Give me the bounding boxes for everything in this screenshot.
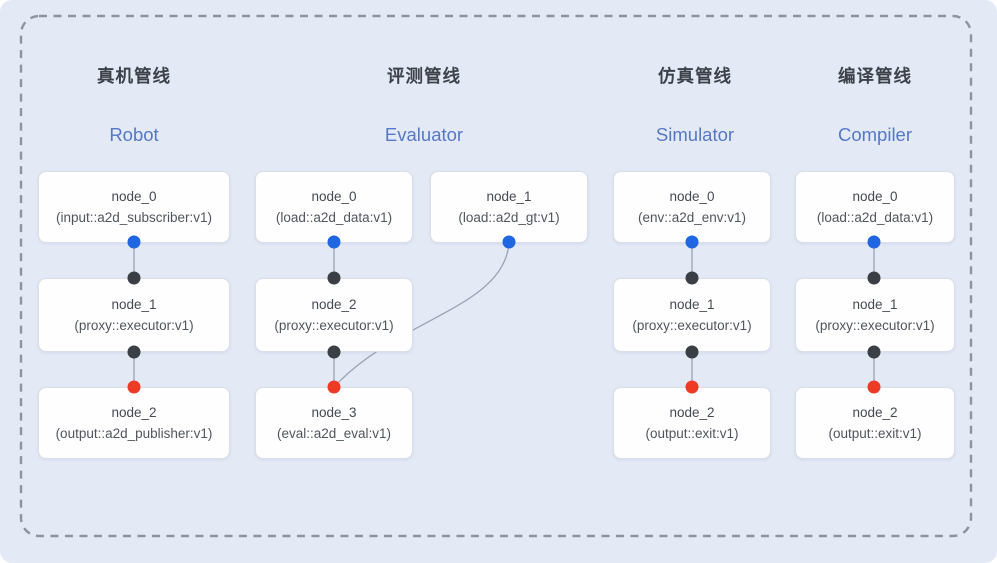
port-dot-input-black <box>127 271 141 285</box>
port-dot-output-blue <box>685 235 699 249</box>
port-dot-output-blue <box>127 235 141 249</box>
port-dot-output-black <box>867 345 881 359</box>
pipeline-title-zh-simulator: 仿真管线 <box>658 66 732 86</box>
node-impl: (proxy::executor:v1) <box>274 318 394 333</box>
node-name: node_1 <box>669 297 715 312</box>
pipeline-title-en-simulator: Simulator <box>655 124 735 145</box>
dashed-panel-border <box>19 14 973 538</box>
port-dot-input-red <box>685 380 699 394</box>
node-box-evaluator-1: node_1 (load::a2d_gt:v1) <box>430 171 588 243</box>
node-box-robot-1: node_1 (proxy::executor:v1) <box>38 278 230 352</box>
pipeline-title-zh-compiler: 编译管线 <box>838 66 912 86</box>
node-box-robot-0: node_0 (input::a2d_subscriber:v1) <box>38 171 230 243</box>
node-impl: (output::exit:v1) <box>828 426 922 441</box>
node-box-simulator-0: node_0 (env::a2d_env:v1) <box>613 171 771 243</box>
port-dot-input-black <box>867 271 881 285</box>
port-dot-output-blue <box>327 235 341 249</box>
node-name: node_1 <box>486 189 532 204</box>
port-dot-input-red <box>327 380 341 394</box>
node-box-compiler-2: node_2 (output::exit:v1) <box>795 387 955 459</box>
node-name: node_0 <box>669 189 715 204</box>
node-impl: (output::exit:v1) <box>645 426 739 441</box>
node-impl: (env::a2d_env:v1) <box>637 210 747 225</box>
node-impl: (load::a2d_data:v1) <box>275 210 393 225</box>
node-impl: (proxy::executor:v1) <box>815 318 935 333</box>
node-impl: (load::a2d_gt:v1) <box>458 210 560 225</box>
pipeline-title-zh-evaluator: 评测管线 <box>387 66 461 86</box>
port-dot-output-blue <box>502 235 516 249</box>
port-dot-input-black <box>327 271 341 285</box>
node-name: node_1 <box>852 297 898 312</box>
node-name: node_2 <box>111 405 157 420</box>
node-impl: (load::a2d_data:v1) <box>816 210 934 225</box>
node-box-simulator-1: node_1 (proxy::executor:v1) <box>613 278 771 352</box>
node-impl: (proxy::executor:v1) <box>74 318 194 333</box>
edge-evaluator-1-3-curve <box>333 242 510 388</box>
port-dot-output-black <box>327 345 341 359</box>
pipeline-title-en-evaluator: Evaluator <box>384 124 464 145</box>
pipeline-title-en-compiler: Compiler <box>837 124 913 145</box>
node-name: node_1 <box>111 297 157 312</box>
port-dot-output-black <box>127 345 141 359</box>
port-dot-input-red <box>127 380 141 394</box>
node-impl: (eval::a2d_eval:v1) <box>276 426 392 441</box>
node-box-evaluator-0: node_0 (load::a2d_data:v1) <box>255 171 413 243</box>
node-box-simulator-2: node_2 (output::exit:v1) <box>613 387 771 459</box>
node-name: node_3 <box>311 405 357 420</box>
node-name: node_0 <box>852 189 898 204</box>
port-dot-input-black <box>685 271 699 285</box>
node-box-compiler-0: node_0 (load::a2d_data:v1) <box>795 171 955 243</box>
node-box-evaluator-2: node_2 (proxy::executor:v1) <box>255 278 413 352</box>
pipeline-title-en-robot: Robot <box>109 124 159 145</box>
node-impl: (output::a2d_publisher:v1) <box>55 426 213 441</box>
node-name: node_2 <box>669 405 715 420</box>
port-dot-input-red <box>867 380 881 394</box>
node-name: node_2 <box>852 405 898 420</box>
pipeline-title-zh-robot: 真机管线 <box>97 66 171 86</box>
port-dot-output-blue <box>867 235 881 249</box>
node-impl: (input::a2d_subscriber:v1) <box>55 210 213 225</box>
node-box-evaluator-3: node_3 (eval::a2d_eval:v1) <box>255 387 413 459</box>
port-dot-output-black <box>685 345 699 359</box>
node-name: node_2 <box>311 297 357 312</box>
node-box-compiler-1: node_1 (proxy::executor:v1) <box>795 278 955 352</box>
node-name: node_0 <box>311 189 357 204</box>
node-impl: (proxy::executor:v1) <box>632 318 752 333</box>
node-name: node_0 <box>111 189 157 204</box>
node-box-robot-2: node_2 (output::a2d_publisher:v1) <box>38 387 230 459</box>
